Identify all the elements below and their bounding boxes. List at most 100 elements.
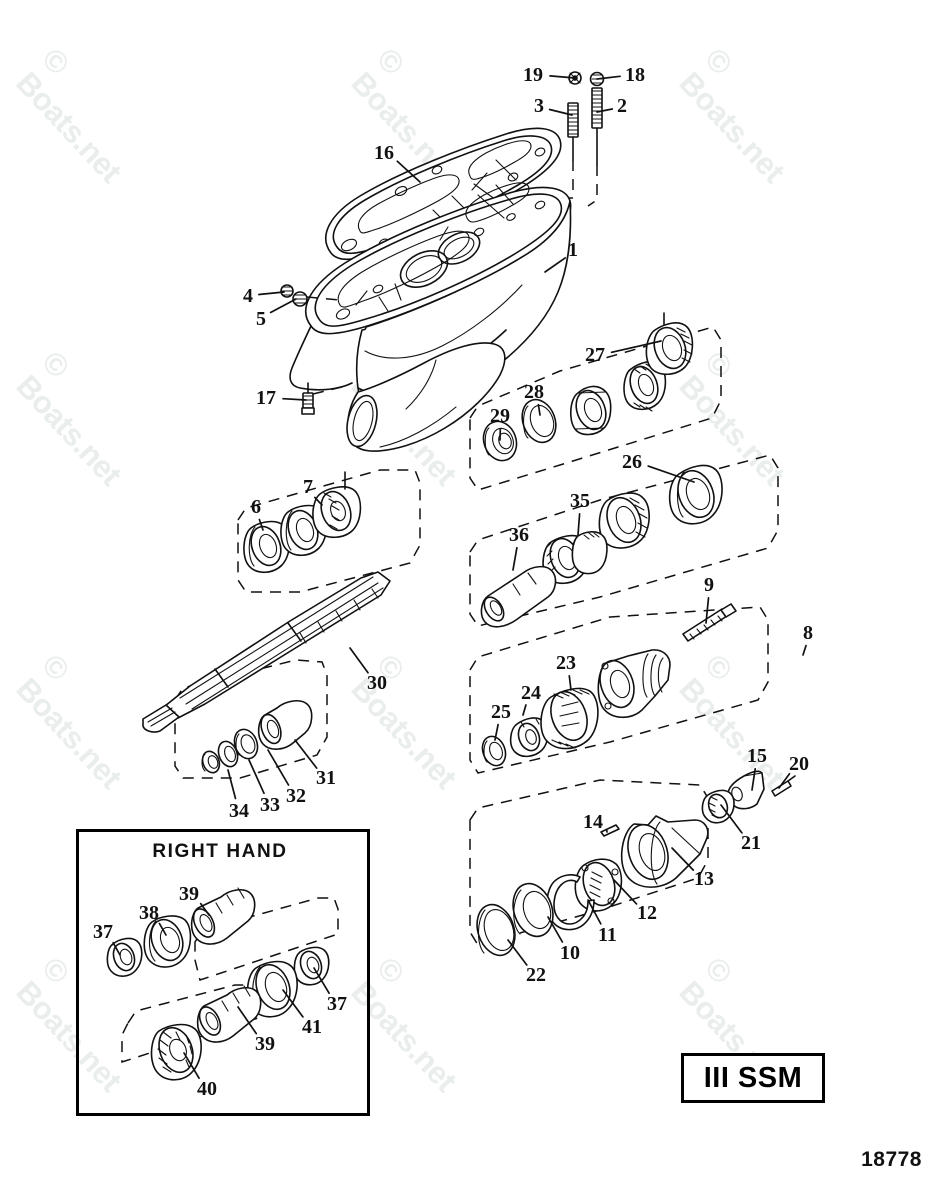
leader-line-19 bbox=[549, 75, 576, 79]
part-27-bearing-cup bbox=[645, 312, 694, 376]
drawing-number: 18778 bbox=[861, 1148, 922, 1171]
part-35-pinion-gear bbox=[542, 531, 608, 585]
callout-number-27: 27 bbox=[585, 344, 605, 366]
assembly-guide-2 bbox=[587, 165, 598, 207]
part-12-bearing-carrier-cap bbox=[574, 858, 623, 912]
callout-number-33: 33 bbox=[260, 794, 280, 816]
callout-number-29: 29 bbox=[490, 405, 510, 427]
leader-line-20 bbox=[778, 772, 791, 789]
callout-number-32: 32 bbox=[286, 785, 306, 807]
callout-number-38: 38 bbox=[139, 902, 159, 924]
callout-number-36: 36 bbox=[509, 524, 529, 546]
callout-number-26: 26 bbox=[622, 451, 642, 473]
callout-number-28: 28 bbox=[524, 381, 544, 403]
callout-number-39: 39 bbox=[179, 883, 199, 905]
leader-line-17 bbox=[282, 397, 307, 401]
leader-line-18 bbox=[596, 75, 621, 80]
callout-number-7: 7 bbox=[303, 476, 313, 498]
leader-line-39 bbox=[199, 902, 210, 916]
part-34-retainer bbox=[201, 750, 221, 774]
leader-line-9 bbox=[705, 597, 710, 624]
callout-number-30: 30 bbox=[367, 672, 387, 694]
callout-number-21: 21 bbox=[741, 832, 761, 854]
part-11-retaining-ring bbox=[546, 874, 595, 931]
right-hand-inset-box bbox=[76, 829, 370, 1116]
leader-line-8 bbox=[802, 644, 807, 656]
leader-line-16 bbox=[396, 160, 421, 183]
leader-line-7 bbox=[313, 496, 323, 506]
part-30-propeller-shaft bbox=[142, 571, 391, 733]
callout-number-41: 41 bbox=[302, 1016, 322, 1038]
callout-number-5: 5 bbox=[256, 308, 266, 330]
callout-number-34: 34 bbox=[229, 800, 249, 822]
leader-line-5 bbox=[269, 298, 297, 314]
part-1-gear-housing bbox=[289, 182, 572, 452]
callout-number-31: 31 bbox=[316, 767, 336, 789]
part-23-clutch-dog bbox=[540, 687, 599, 750]
callout-number-10: 10 bbox=[560, 942, 580, 964]
part-9-shift-shaft bbox=[682, 603, 737, 642]
callout-number-11: 11 bbox=[598, 924, 617, 946]
right-hand-inset-title: RIGHT HAND bbox=[152, 841, 288, 862]
callout-number-39: 39 bbox=[255, 1033, 275, 1055]
group-box-bearing-carrier bbox=[469, 779, 709, 946]
leader-line-11 bbox=[587, 899, 602, 925]
callout-number-12: 12 bbox=[637, 902, 657, 924]
leader-line-10 bbox=[547, 916, 564, 943]
callout-number-40: 40 bbox=[197, 1078, 217, 1100]
leader-line-37 bbox=[112, 941, 121, 956]
leader-line-3 bbox=[548, 108, 573, 116]
leader-line-12 bbox=[613, 879, 638, 905]
part-14-pin bbox=[600, 824, 620, 837]
part-36-sleeve bbox=[480, 565, 557, 628]
callout-number-37: 37 bbox=[93, 921, 113, 943]
group-box-propshaft-bearings bbox=[237, 469, 421, 593]
leader-line-26 bbox=[647, 465, 695, 483]
leader-line-15 bbox=[751, 767, 757, 791]
part-32-seal bbox=[233, 728, 259, 760]
callout-number-13: 13 bbox=[694, 868, 714, 890]
inset-part-40-thrust-hub bbox=[150, 1023, 202, 1081]
leader-line-39 bbox=[237, 1006, 258, 1035]
callout-number-18: 18 bbox=[625, 64, 645, 86]
inset-part-39-b-bushing bbox=[196, 985, 262, 1043]
leader-line-30 bbox=[349, 647, 369, 674]
ssm-badge: III SSM bbox=[681, 1053, 825, 1103]
part-2-stud bbox=[591, 87, 603, 166]
part-27-tapered-roller-bearing bbox=[569, 385, 612, 436]
leader-line-35 bbox=[577, 513, 581, 536]
part-22-o-ring bbox=[476, 903, 516, 957]
leader-line-23 bbox=[568, 675, 572, 691]
part-25-washer bbox=[481, 735, 507, 767]
leader-line-4 bbox=[258, 291, 285, 296]
callout-leader-lines bbox=[112, 75, 807, 1080]
callout-number-4: 4 bbox=[243, 285, 253, 307]
leader-line-32 bbox=[267, 749, 290, 786]
assembly-guide-17 bbox=[312, 384, 351, 395]
callout-number-9: 9 bbox=[704, 574, 714, 596]
callout-number-20: 20 bbox=[789, 753, 809, 775]
leader-line-40 bbox=[183, 1052, 200, 1080]
inset-artwork bbox=[106, 887, 339, 1081]
inset-part-39-a-bushing bbox=[190, 887, 256, 945]
callout-number-25: 25 bbox=[491, 701, 511, 723]
group-box-propshaft-seals bbox=[174, 659, 328, 779]
leader-line-41 bbox=[282, 989, 304, 1018]
callout-number-19: 19 bbox=[523, 64, 543, 86]
part-28-oil-seal bbox=[521, 398, 557, 444]
leader-line-33 bbox=[248, 759, 265, 795]
callout-number-3: 3 bbox=[534, 95, 544, 117]
callout-number-8: 8 bbox=[803, 622, 813, 644]
part-10-oil-seal bbox=[512, 882, 554, 938]
callout-number-14: 14 bbox=[583, 811, 603, 833]
part-26-bearing-cup bbox=[668, 464, 723, 525]
leader-line-6 bbox=[258, 518, 264, 531]
leader-line-28 bbox=[537, 403, 541, 416]
leader-line-13 bbox=[671, 847, 695, 871]
part-26-tapered-bearing bbox=[598, 492, 650, 549]
assembly-guide-3 bbox=[565, 160, 574, 199]
part-3-stud bbox=[567, 102, 579, 161]
part-33-washer bbox=[217, 740, 239, 768]
